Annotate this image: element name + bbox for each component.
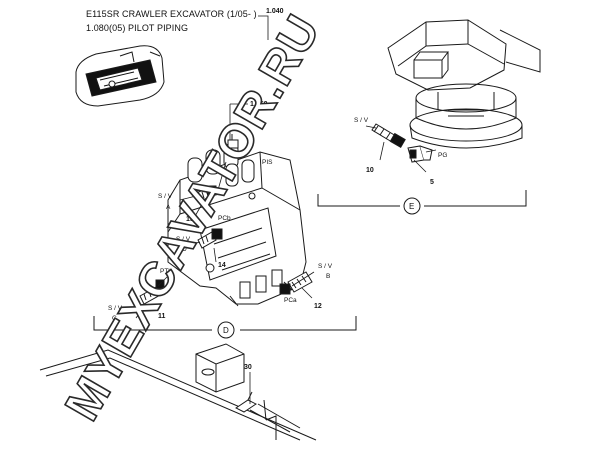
view-boundary-e	[317, 190, 527, 207]
fitting-10	[371, 123, 406, 149]
view-letter-d: D	[223, 326, 229, 335]
callout-10: 10	[366, 167, 374, 174]
swivel-assembly	[387, 19, 541, 149]
callout-13: 13	[186, 216, 194, 223]
label-d: D	[182, 246, 187, 253]
label-ptb: PTb	[160, 268, 172, 275]
fitting-14	[197, 228, 223, 249]
label-sv-a: S / V	[158, 193, 173, 200]
label-sv-d: S / V	[176, 236, 191, 243]
leader-lines	[135, 15, 437, 404]
label-pis: PIS	[262, 159, 273, 166]
ref-label-1040: 1.040	[266, 8, 284, 15]
elbow-fitting-5	[407, 145, 433, 163]
ref-label-1050: 1.050	[250, 101, 268, 108]
label-sv-b: S / V	[318, 263, 333, 270]
fitting-13	[193, 185, 217, 203]
view-boundary-d	[93, 316, 357, 331]
callout-30: 30	[244, 364, 252, 371]
control-valve-body	[167, 134, 307, 307]
view-circle-e	[403, 197, 421, 215]
label-pcb: PCb	[218, 215, 231, 222]
label-pg: PG	[438, 152, 447, 159]
page-subtitle: 1.080(05) PILOT PIPING	[86, 23, 189, 33]
machine-locator-thumbnail	[75, 45, 165, 107]
callout-5: 5	[430, 179, 434, 186]
callout-12: 12	[314, 303, 322, 310]
label-pca: PCa	[284, 297, 297, 304]
label-b: B	[326, 273, 330, 280]
label-c: C	[112, 315, 117, 322]
frame-detail-30	[39, 343, 317, 441]
page-title: E115SR CRAWLER EXCAVATOR (1/05- )	[86, 9, 257, 19]
label-sv-c: S / V	[108, 305, 123, 312]
callout-14: 14	[218, 262, 226, 269]
label-sv-upper: S / V	[354, 117, 369, 124]
label-a: A	[166, 204, 171, 211]
callout-11: 11	[158, 313, 166, 320]
view-letter-e: E	[409, 202, 414, 211]
view-circle-d	[217, 321, 235, 339]
